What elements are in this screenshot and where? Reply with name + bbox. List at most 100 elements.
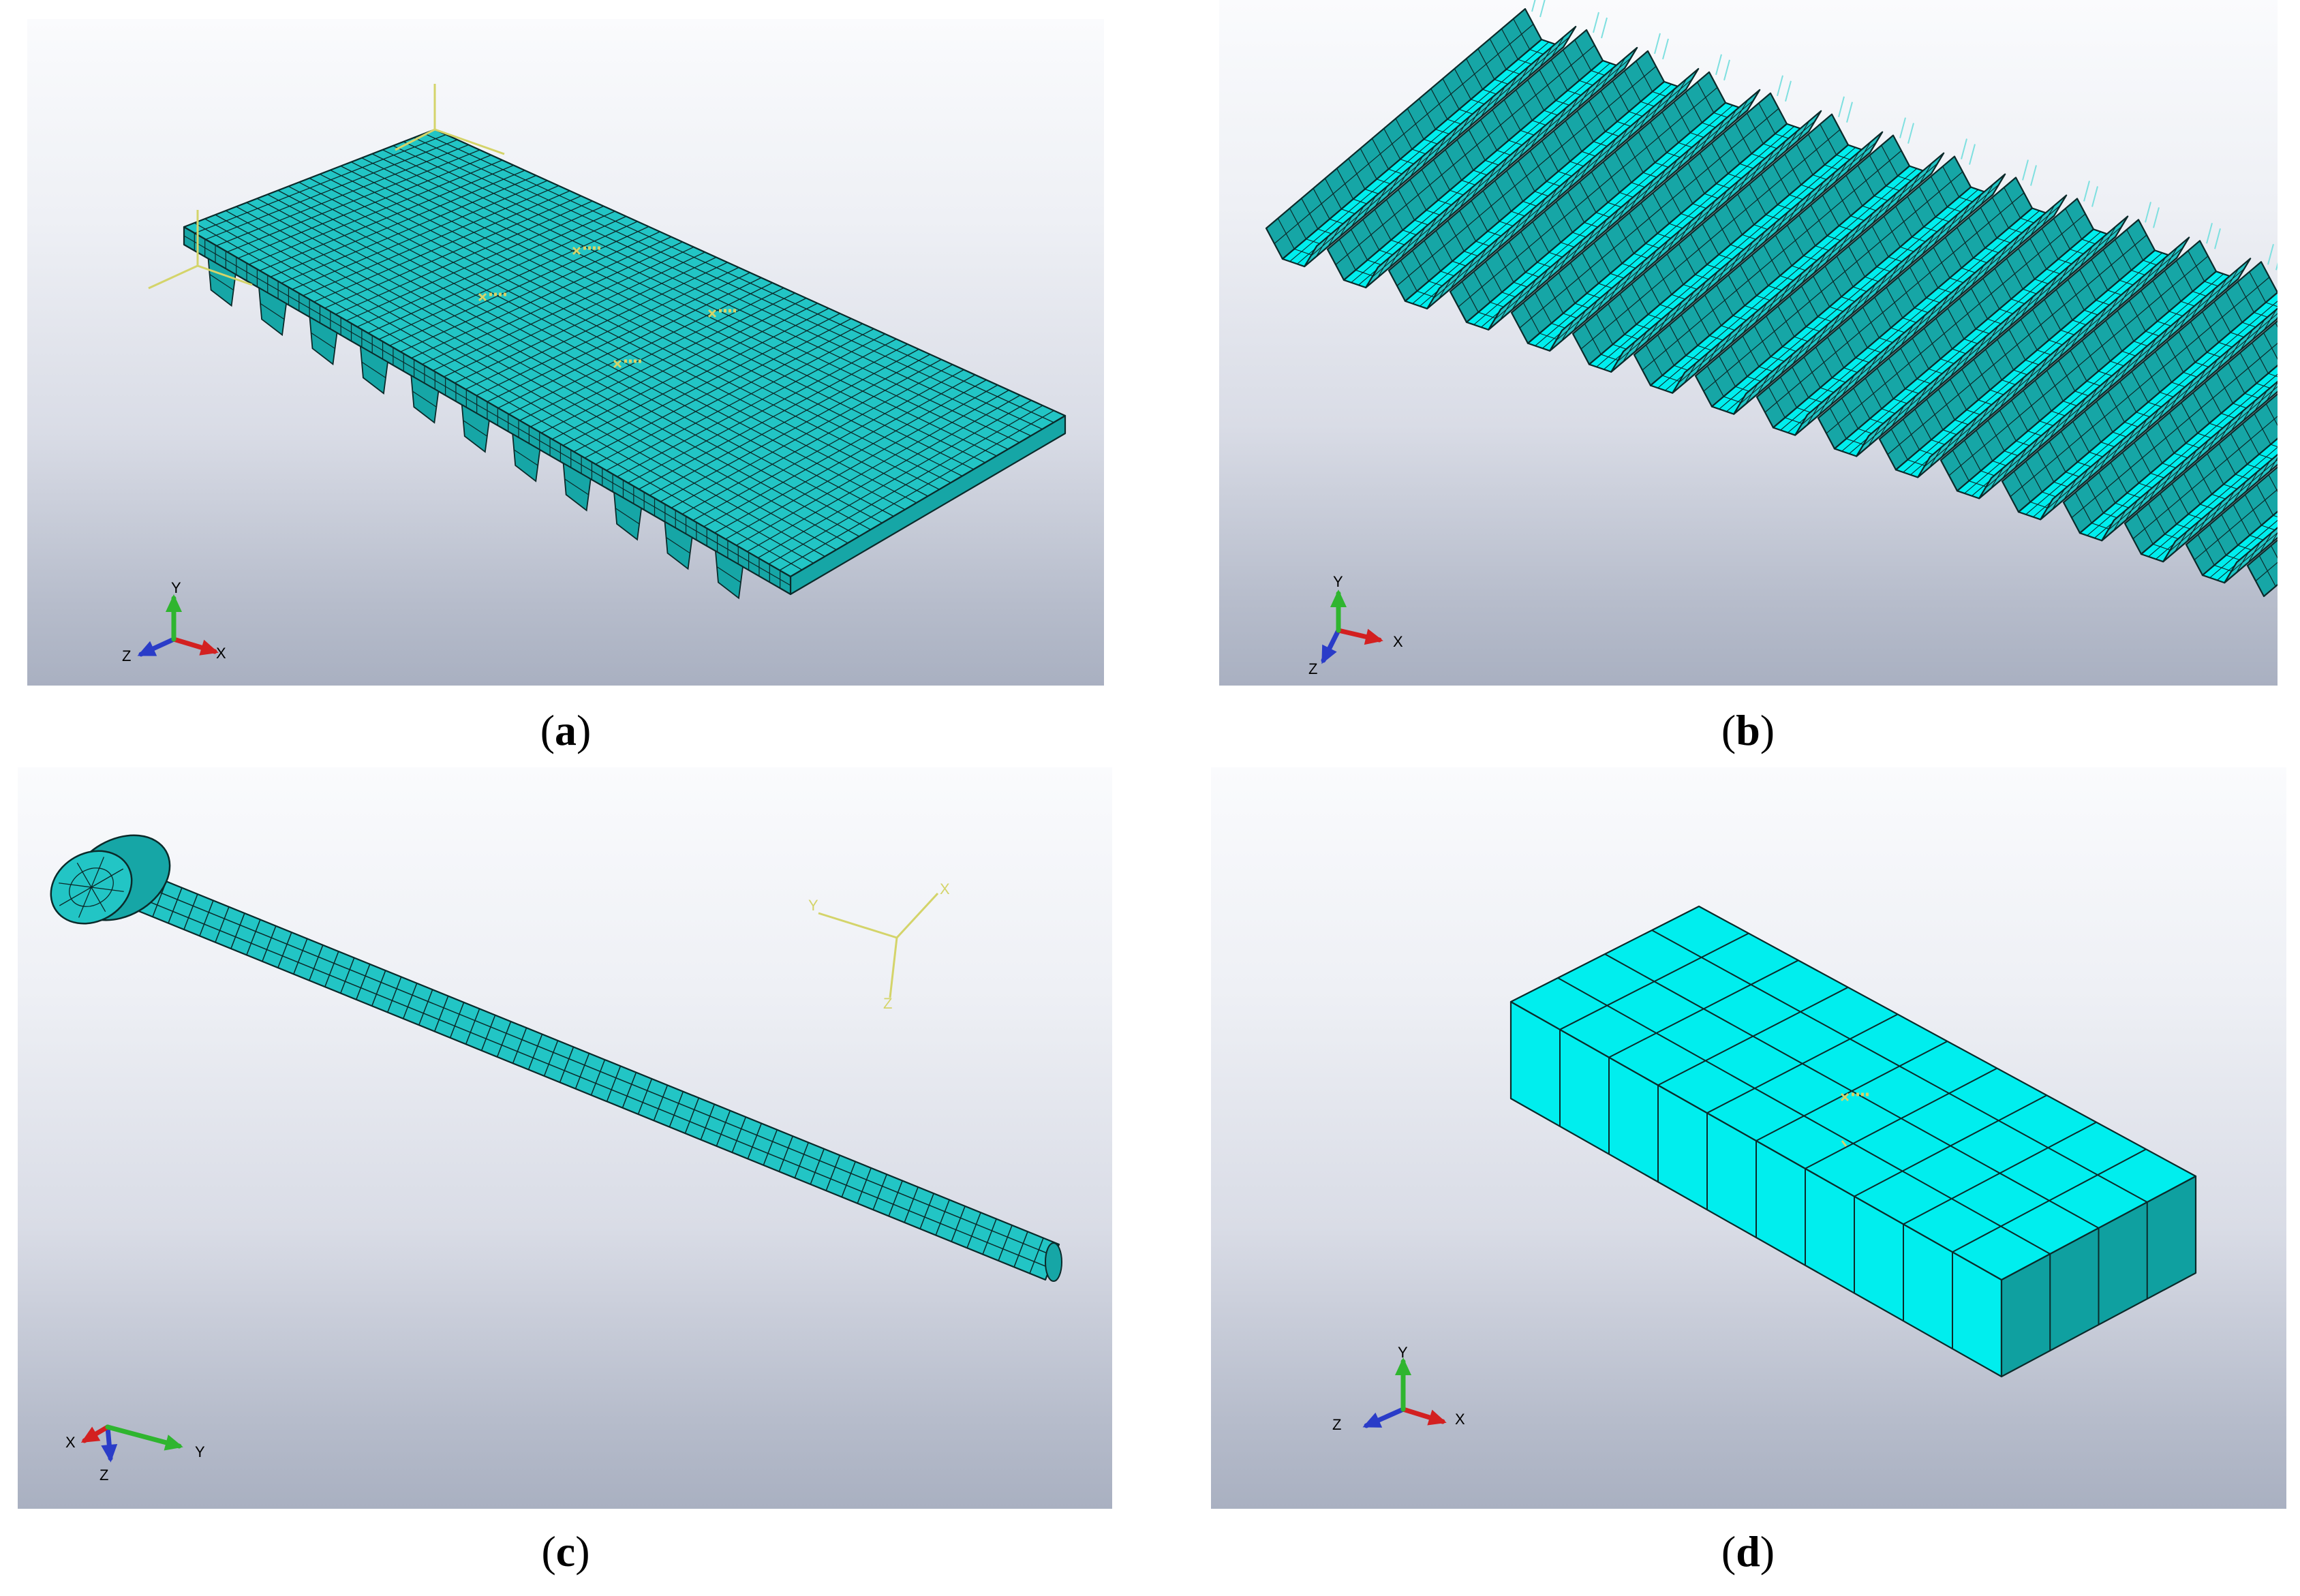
deck-trough-grid-3 <box>1432 78 1693 299</box>
plate-top-grid <box>1557 930 2148 1255</box>
triad-d-y-axis-icon <box>1395 1357 1411 1412</box>
deck-web-grid-10 <box>1826 208 2086 440</box>
triad-d-x-label: X <box>1455 1411 1465 1428</box>
triad-b-y-axis-icon <box>1330 589 1347 633</box>
slab-front-grid <box>183 232 791 589</box>
deck-web-grid-9 <box>1764 187 2025 418</box>
profiled-steel-deck-mesh: X Y Z <box>1265 0 2278 677</box>
caption-b-letter: b <box>1736 706 1760 754</box>
csys-y-label: Y <box>808 897 818 914</box>
bc-marker-11 <box>2145 202 2151 223</box>
bc-marker-5 <box>1777 75 1783 97</box>
panel-b-viewport: X Y Z <box>1219 0 2278 686</box>
deck-web-16 <box>2185 466 2278 577</box>
triad-a-x-label: X <box>216 645 226 662</box>
triad-c-z-axis-icon <box>101 1424 118 1462</box>
stud-tip-face <box>1045 1242 1062 1282</box>
caption-a: (a) <box>540 706 592 754</box>
loading-plate-mesh: X Y Z <box>1332 905 2197 1433</box>
deck-trough-grid-15 <box>2168 457 2278 552</box>
triad-b-z-axis-icon <box>1321 628 1341 664</box>
deck-trough-grid-8 <box>1739 183 1999 405</box>
csys-z-icon <box>889 937 898 998</box>
deck-web-grid-13 <box>2010 271 2270 502</box>
caption-c-letter: c <box>555 1527 576 1576</box>
caption-a-letter: a <box>555 706 577 754</box>
triad-a-z-label: Z <box>122 647 131 664</box>
plate-reference-point <box>1840 1092 1871 1102</box>
csys-x-icon <box>895 892 939 939</box>
deck-web-grid-6 <box>1580 124 1841 355</box>
triad-a-z-axis-icon <box>137 636 177 657</box>
bc-marker-6 <box>1838 96 1845 117</box>
triad-c-x-axis-icon <box>80 1424 110 1443</box>
triad-b-x-label: X <box>1393 633 1403 650</box>
stud-head-grid <box>59 857 124 918</box>
bc-marker-8 <box>1961 138 1967 159</box>
triad-b-y-label: Y <box>1333 573 1343 590</box>
slab-top-grid <box>194 133 1054 571</box>
plate-end-grid <box>2049 1202 2148 1351</box>
panel-a-viewport: X Y Z <box>27 19 1104 686</box>
caption-d-letter: d <box>1736 1527 1760 1576</box>
csys-y-icon <box>818 912 898 939</box>
deck-web-17 <box>2246 539 2278 598</box>
triad-c-y-axis-icon <box>105 1424 183 1451</box>
deck-web-14 <box>2062 320 2278 534</box>
triad-d-y-label: Y <box>1398 1344 1408 1361</box>
deck-trough-grid-9 <box>1800 204 2061 426</box>
deck-trough-grid-2 <box>1371 57 1631 278</box>
triad-d-z-axis-icon <box>1362 1407 1406 1428</box>
deck-flange-15 <box>2140 438 2278 563</box>
deck-web-grid-8 <box>1703 166 1963 397</box>
deck-web-grid-1 <box>1274 18 1534 249</box>
deck-trough-grid-6 <box>1616 142 1877 363</box>
panel-d-viewport: X Y Z <box>1211 767 2286 1509</box>
composite-slab-mesh: X Y Z <box>122 84 1067 664</box>
deck-trough-grid-13 <box>2046 309 2278 510</box>
deck-web-grid-5 <box>1519 103 1779 334</box>
csys-x-label: X <box>940 880 950 897</box>
deck-flange-13 <box>2017 292 2278 521</box>
deck-trough-grid-14 <box>2107 382 2278 531</box>
deck-web-grid-12 <box>1948 250 2209 481</box>
triad-c-y-label: Y <box>195 1443 205 1460</box>
deck-web-grid-3 <box>1396 61 1657 292</box>
deck-trough-grid-12 <box>1984 268 2245 489</box>
csys-left-z-icon <box>148 264 198 290</box>
deck-trough-grid-1 <box>1310 36 1570 257</box>
triad-a-y-label: Y <box>171 579 181 596</box>
reference-point-4 <box>613 359 643 369</box>
triad-b-z-label: Z <box>1308 660 1317 677</box>
stud-head-ring <box>69 868 114 907</box>
deck-trough-grid-5 <box>1555 121 1815 341</box>
csys-left-x-icon <box>197 264 253 286</box>
triad-a-y-axis-icon <box>166 594 182 642</box>
bc-marker-10 <box>2083 181 2090 202</box>
bc-marker-7 <box>1899 117 1906 138</box>
deck-web-grid-15 <box>2132 403 2278 544</box>
deck-trough-grid-10 <box>1862 226 2122 447</box>
triad-c-x-label: X <box>65 1434 76 1451</box>
caption-d: (d) <box>1721 1527 1775 1576</box>
deck-web-grid-11 <box>1887 229 2147 461</box>
caption-c: (c) <box>541 1527 590 1576</box>
plate-front-grid <box>1559 1029 1953 1349</box>
reference-point-1 <box>572 246 602 256</box>
deck-web-grid-14 <box>2071 322 2278 523</box>
deck-trough-grid-11 <box>1923 247 2183 468</box>
deck-web-grid-7 <box>1642 144 1902 376</box>
deck-trough-grid-7 <box>1678 163 1938 384</box>
bc-marker-3 <box>1654 33 1661 55</box>
deck-web-grid-4 <box>1458 82 1718 313</box>
bc-marker-9 <box>2022 159 2029 181</box>
csys-top-z-icon <box>395 128 435 151</box>
triad-d-z-label: Z <box>1332 1416 1341 1433</box>
bc-marker-2 <box>1593 12 1599 33</box>
reference-point-3 <box>707 309 738 318</box>
triad-b-x-axis-icon <box>1336 628 1383 645</box>
reference-point-2 <box>478 292 508 302</box>
deck-trough-grid-4 <box>1494 99 1754 320</box>
